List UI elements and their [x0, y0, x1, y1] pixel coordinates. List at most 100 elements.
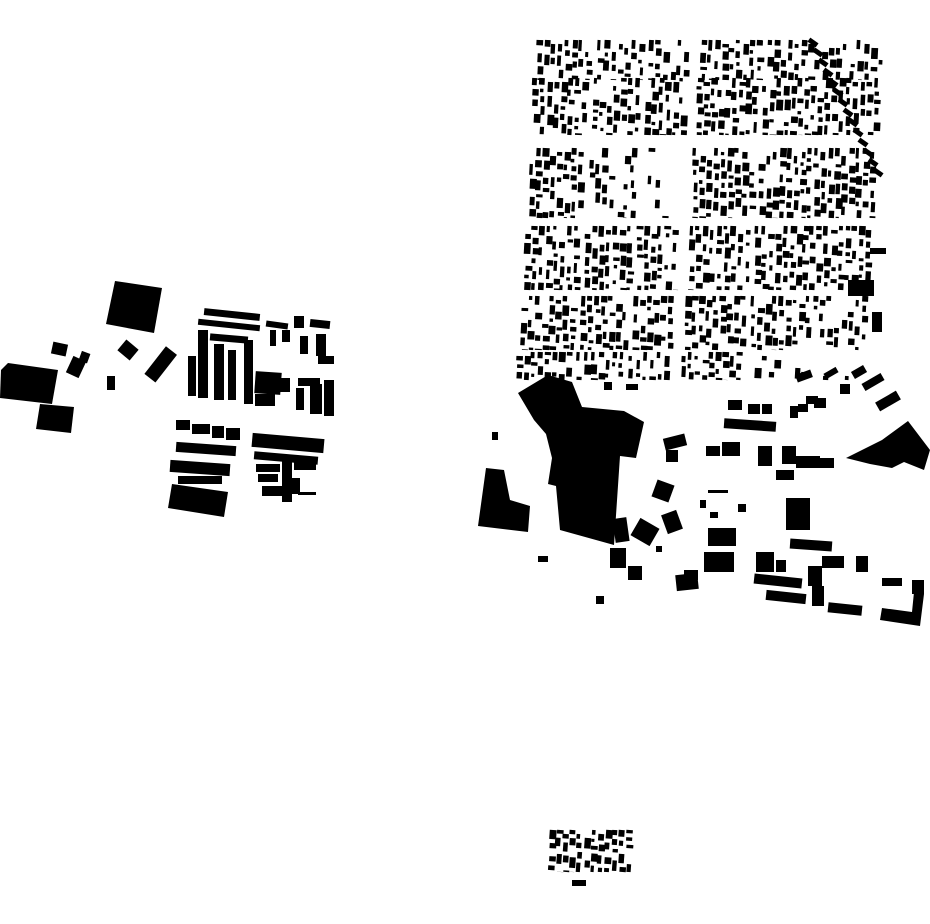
building — [478, 468, 530, 532]
building — [282, 330, 290, 342]
building — [530, 351, 535, 359]
building — [630, 517, 660, 547]
building — [833, 337, 839, 348]
building — [573, 238, 581, 248]
building — [859, 239, 864, 247]
building — [631, 147, 638, 158]
building — [576, 351, 580, 361]
building — [828, 147, 834, 159]
building — [786, 162, 791, 171]
building — [664, 81, 672, 91]
building — [698, 180, 703, 184]
building — [856, 556, 868, 572]
building — [849, 165, 856, 174]
building — [722, 442, 740, 456]
building — [753, 122, 757, 133]
building — [855, 299, 859, 307]
building — [685, 310, 692, 319]
building — [697, 77, 705, 83]
building — [817, 97, 825, 103]
building — [644, 127, 652, 136]
building — [805, 77, 809, 82]
building — [298, 378, 320, 386]
building — [565, 367, 573, 377]
building — [537, 66, 544, 75]
building — [176, 420, 190, 430]
building — [612, 351, 618, 359]
building — [716, 239, 725, 245]
building — [823, 366, 839, 380]
building — [636, 237, 642, 241]
building — [786, 325, 792, 332]
building — [688, 289, 694, 291]
building — [534, 335, 541, 341]
building — [728, 201, 735, 210]
building — [794, 43, 799, 48]
building — [613, 110, 621, 121]
building — [756, 316, 763, 325]
building — [728, 400, 742, 410]
building — [256, 464, 280, 472]
building — [736, 62, 740, 66]
building — [745, 91, 753, 100]
building — [521, 349, 528, 351]
building — [592, 276, 599, 285]
building — [627, 88, 634, 95]
building — [850, 63, 855, 68]
building — [547, 95, 553, 107]
building — [713, 147, 718, 156]
building — [729, 225, 737, 237]
building — [568, 99, 575, 105]
building — [603, 867, 610, 873]
building — [633, 295, 639, 307]
building — [723, 107, 731, 118]
building — [542, 177, 549, 185]
building — [735, 69, 743, 79]
building — [578, 58, 584, 67]
building — [865, 229, 872, 238]
building — [598, 844, 606, 852]
building — [723, 262, 728, 272]
building — [637, 254, 644, 258]
building — [631, 52, 637, 60]
building — [553, 253, 558, 257]
building — [562, 333, 569, 342]
building — [776, 243, 783, 252]
building — [765, 211, 773, 219]
building — [590, 378, 598, 381]
building — [592, 225, 598, 233]
building — [857, 79, 862, 81]
building — [604, 373, 609, 378]
building — [648, 147, 656, 152]
building — [612, 848, 619, 853]
building — [531, 77, 538, 86]
building — [568, 77, 574, 86]
building — [809, 242, 816, 249]
building — [715, 247, 722, 255]
building — [860, 108, 866, 116]
building — [659, 314, 667, 321]
building — [735, 51, 740, 59]
building — [712, 295, 717, 303]
building — [560, 256, 565, 263]
building — [636, 225, 644, 230]
building — [655, 48, 662, 56]
building — [577, 851, 583, 859]
building — [626, 257, 633, 268]
building — [591, 829, 596, 835]
building — [657, 254, 663, 265]
building — [590, 845, 598, 850]
building — [228, 350, 236, 400]
building — [574, 89, 582, 94]
building — [618, 363, 623, 368]
building — [562, 319, 568, 330]
building — [681, 355, 686, 363]
building — [542, 323, 549, 329]
building — [824, 92, 829, 100]
building — [545, 269, 550, 280]
building — [789, 285, 797, 291]
building — [667, 306, 673, 315]
building — [574, 117, 579, 123]
building — [168, 484, 228, 517]
building — [754, 255, 762, 266]
